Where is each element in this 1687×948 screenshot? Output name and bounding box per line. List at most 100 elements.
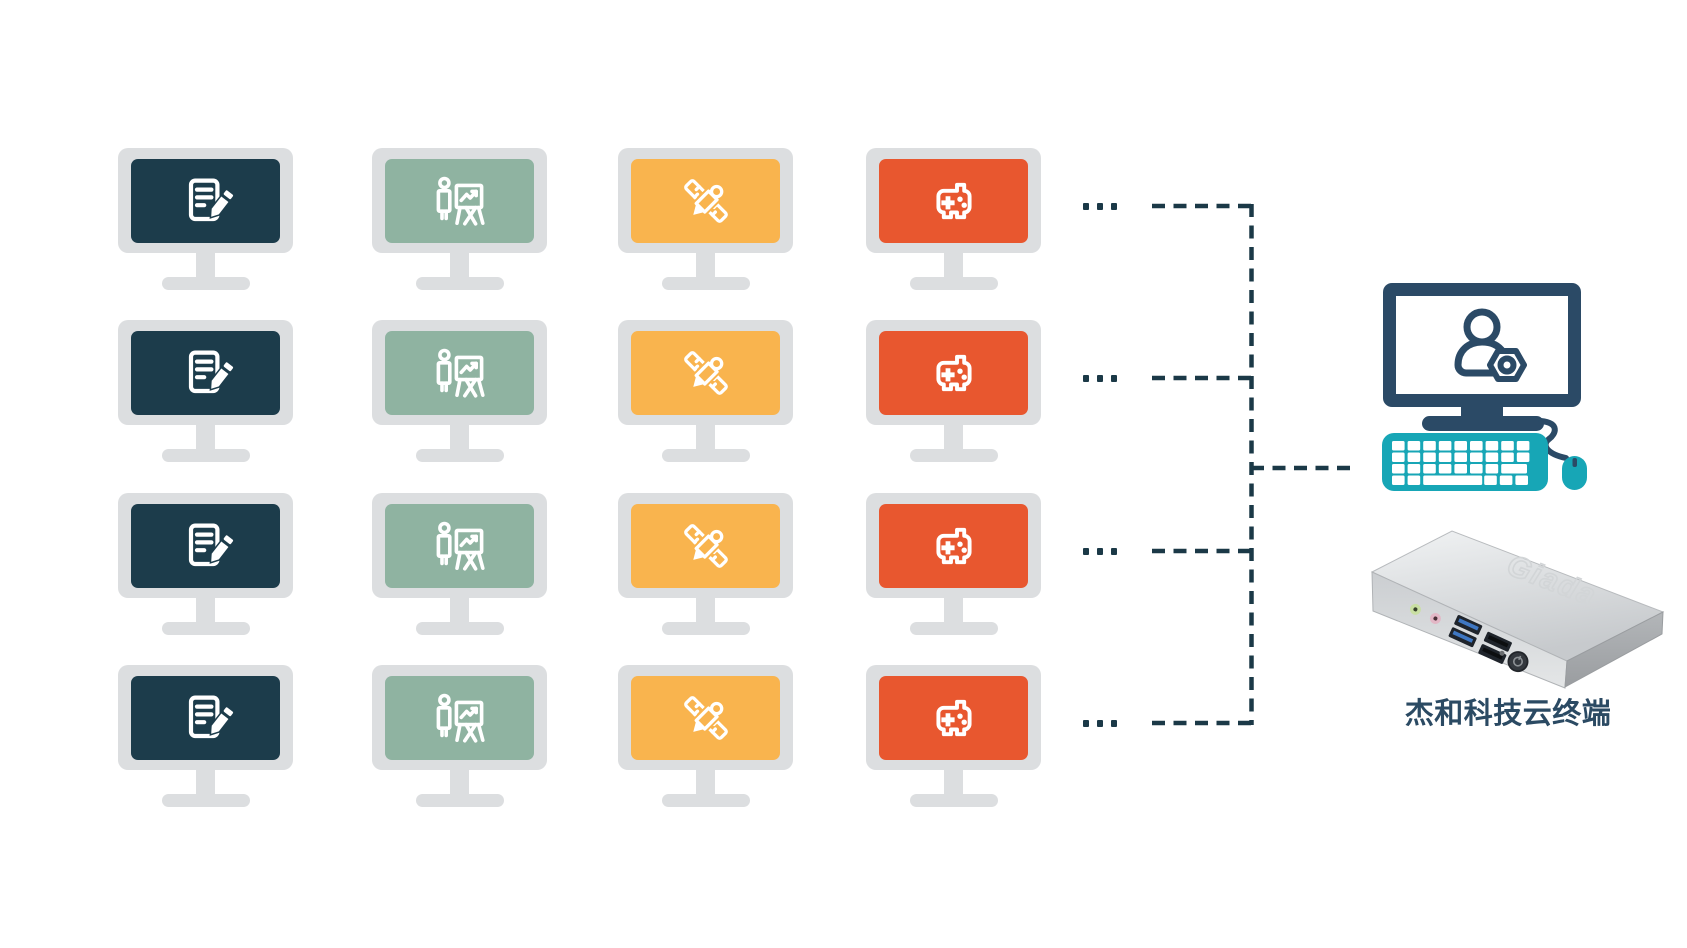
- presentation-workstation: [372, 320, 547, 462]
- monitor-stand-neck: [944, 769, 963, 794]
- monitor-stand-neck: [696, 597, 715, 622]
- ellipsis-dot: [1083, 202, 1089, 210]
- monitor-frame: [118, 320, 293, 425]
- keyboard-key: [1407, 441, 1421, 451]
- keyboard-key: [1516, 452, 1530, 462]
- game-controller-icon: [935, 354, 972, 391]
- monitor-stand-base: [415, 277, 504, 290]
- monitor-frame: [866, 320, 1041, 425]
- usb-3-ports: [1448, 615, 1483, 648]
- monitor-stand-base: [415, 794, 504, 807]
- keyboard-key: [1485, 464, 1499, 474]
- monitor-stand-base: [661, 794, 750, 807]
- keyboard-key: [1470, 452, 1483, 462]
- monitor-frame: [118, 493, 293, 598]
- usb-2-ports: [1478, 631, 1512, 664]
- monitor-screen: [385, 675, 534, 760]
- keyboard-key: [1392, 475, 1405, 485]
- keyboard-key: [1392, 452, 1405, 462]
- monitor-frame: [372, 665, 547, 770]
- monitor-stand-base: [661, 449, 750, 462]
- settings-nut-icon: [1487, 348, 1527, 382]
- monitor-stand-neck: [944, 252, 963, 277]
- audio-out-jack: [1409, 603, 1421, 615]
- monitor-frame: [372, 148, 547, 253]
- monitor-stand-neck: [944, 597, 963, 622]
- document-edit-icon: [188, 695, 235, 738]
- presentation-chart-icon: [436, 176, 485, 226]
- document-edit-icon: [188, 178, 235, 221]
- ellipsis-dot: [1083, 547, 1089, 555]
- monitor-stand-neck: [196, 252, 215, 277]
- monitor-stand-base: [661, 277, 750, 290]
- ellipsis-dot: [1083, 374, 1089, 382]
- monitor-frame: [618, 148, 793, 253]
- monitor-screen: [879, 503, 1028, 588]
- keyboard-key: [1484, 475, 1497, 485]
- monitor-stand-base: [909, 622, 998, 635]
- monitor-screen: [385, 503, 534, 588]
- monitor-frame: [118, 665, 293, 770]
- monitor-stand-base: [909, 277, 998, 290]
- monitor-stand-neck: [696, 769, 715, 794]
- game-controller-icon: [935, 699, 972, 736]
- office-workstation: [118, 665, 293, 807]
- design-workstation: [618, 148, 793, 290]
- monitor-screen: [879, 330, 1028, 415]
- keyboard-key: [1501, 464, 1527, 474]
- presentation-chart-icon: [436, 521, 485, 571]
- monitor-screen: [879, 675, 1028, 760]
- ruler-pencil-icon: [683, 178, 728, 223]
- keyboard-key: [1485, 441, 1499, 451]
- presentation-workstation: [372, 148, 547, 290]
- monitor-stand-base: [661, 622, 750, 635]
- monitor-frame: [866, 148, 1041, 253]
- admin-mouse: [1562, 456, 1587, 490]
- admin-keyboard: [1382, 433, 1548, 491]
- ellipsis-dot: [1097, 719, 1103, 727]
- monitor-stand-base: [909, 794, 998, 807]
- monitor-stand-neck: [450, 769, 469, 794]
- monitor-stand-base: [161, 277, 250, 290]
- keyboard-key: [1438, 464, 1452, 474]
- keyboard-key: [1454, 464, 1467, 474]
- ellipsis-dot: [1097, 547, 1103, 555]
- design-workstation: [618, 665, 793, 807]
- monitor-stand-neck: [944, 424, 963, 449]
- monitor-screen: [631, 330, 780, 415]
- keyboard-key: [1423, 475, 1483, 485]
- keyboard-key: [1454, 452, 1467, 462]
- monitor-frame: [372, 320, 547, 425]
- keyboard-key: [1470, 464, 1483, 474]
- keyboard-key: [1392, 441, 1405, 451]
- ellipsis-dot: [1083, 719, 1089, 727]
- monitor-stand-neck: [696, 252, 715, 277]
- monitor-stand-neck: [196, 597, 215, 622]
- keyboard-key: [1407, 452, 1421, 462]
- monitor-screen: [879, 158, 1028, 243]
- monitor-screen: [631, 158, 780, 243]
- gaming-workstation: [866, 493, 1041, 635]
- keyboard-key: [1438, 441, 1452, 451]
- ellipsis-dot: [1111, 202, 1117, 210]
- row-ellipsis: [1083, 719, 1117, 727]
- document-edit-icon: [188, 523, 235, 566]
- monitor-stand-base: [161, 794, 250, 807]
- gaming-workstation: [866, 665, 1041, 807]
- monitor-stand-neck: [450, 597, 469, 622]
- keyboard-key: [1485, 452, 1499, 462]
- admin-monitor-base: [1422, 416, 1544, 431]
- keyboard-key: [1407, 475, 1421, 485]
- monitor-frame: [118, 148, 293, 253]
- keyboard-key: [1392, 464, 1405, 474]
- monitor-stand-base: [415, 622, 504, 635]
- document-edit-icon: [188, 350, 235, 393]
- gaming-workstation: [866, 320, 1041, 462]
- admin-computer-illustration: [1382, 283, 1587, 491]
- game-controller-icon: [935, 182, 972, 219]
- monitor-frame: [618, 493, 793, 598]
- keyboard-key: [1454, 441, 1467, 451]
- monitor-screen: [131, 330, 280, 415]
- keyboard-key: [1501, 452, 1514, 462]
- monitor-stand-neck: [196, 769, 215, 794]
